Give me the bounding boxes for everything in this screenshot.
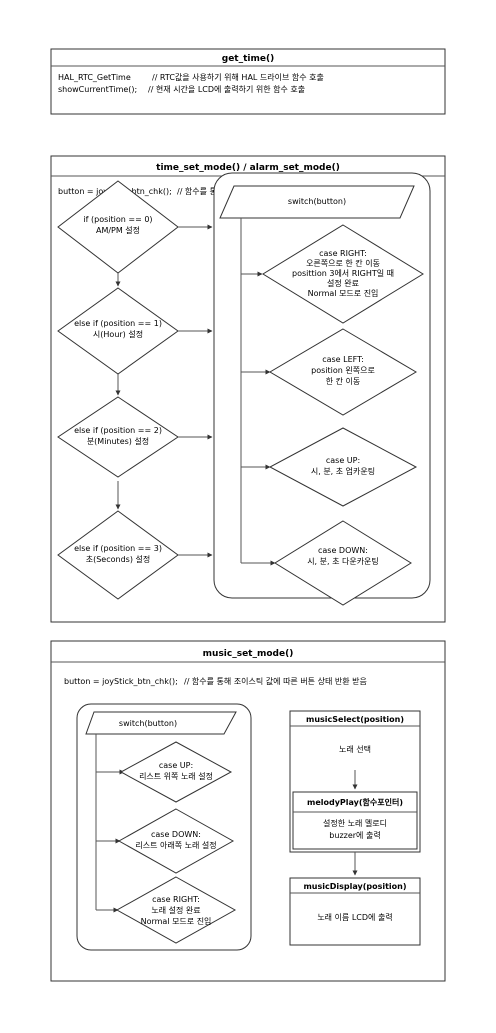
music-display-title: musicDisplay(position) — [303, 882, 406, 891]
music-select-step1: 노래 선택 — [339, 744, 371, 754]
music-case-up-line1: case UP: — [159, 761, 193, 770]
decision-3-line1: else if (position == 3) — [74, 544, 162, 553]
get-time-comment-1: // RTC값을 사용하기 위해 HAL 드라이브 함수 호출 — [152, 72, 324, 82]
case-right-line3: posittion 3에서 RIGHT일 때 — [292, 268, 394, 278]
music-case-right-line3: Normal 모드로 진입 — [141, 916, 212, 926]
music-switch-node — [85, 711, 237, 735]
time-set-title: time_set_mode() / alarm_set_mode() — [156, 163, 340, 173]
music-set-title: music_set_mode() — [203, 649, 294, 659]
decision-position-2 — [57, 396, 179, 478]
music-set-button-code: button = joyStick_btn_chk(); — [64, 677, 178, 686]
music-case-right-diamond — [115, 876, 237, 944]
music-display-box — [289, 877, 421, 946]
case-right-line5: Normal 모드로 진입 — [308, 288, 379, 298]
case-down-diamond — [274, 520, 412, 606]
case-left-line2: position 왼쪽으로 — [311, 366, 375, 375]
decision-position-0 — [57, 180, 179, 274]
music-case-down-line2: 리스트 아래쪽 노래 설정 — [135, 840, 216, 850]
decision-position-1 — [57, 287, 179, 375]
get-time-panel: get_time() HAL_RTC_GetTime // RTC값을 사용하기… — [50, 48, 446, 115]
music-case-right-line2: 노래 설정 완료 — [151, 905, 200, 915]
case-down-line2: 시, 분, 초 다운카운팅 — [307, 556, 379, 566]
music-set-panel: music_set_mode() button = joyStick_btn_c… — [50, 640, 446, 982]
music-display-text: 노래 이름 LCD에 출력 — [317, 912, 392, 922]
music-case-down-diamond — [117, 808, 235, 874]
decision-0-line1: if (position == 0) — [83, 215, 152, 224]
decision-1-line1: else if (position == 1) — [74, 319, 162, 328]
case-right-line4: 설정 완료 — [327, 278, 359, 288]
get-time-comment-2: // 현재 시간을 LCD에 출력하기 위한 함수 호출 — [148, 84, 305, 94]
case-left-diamond — [269, 328, 417, 416]
melody-play-line2: buzzer에 출력 — [329, 830, 380, 840]
music-case-right-line1: case RIGHT: — [152, 895, 200, 904]
case-right-line1: case RIGHT: — [319, 249, 367, 258]
music-select-title: musicSelect(position) — [306, 715, 404, 724]
get-time-title: get_time() — [222, 54, 274, 64]
music-case-down-line1: case DOWN: — [151, 830, 201, 839]
music-case-up-line2: 리스트 위쪽 노래 설정 — [139, 771, 213, 781]
get-time-code-2: showCurrentTime(); — [58, 85, 137, 94]
decision-3-line2: 초(Seconds) 설정 — [86, 554, 150, 564]
get-time-code-1: HAL_RTC_GetTime — [58, 73, 131, 82]
melody-play-line1: 설정한 노래 멜로디 — [323, 818, 387, 828]
case-left-line1: case LEFT: — [322, 355, 364, 364]
case-up-diamond — [268, 427, 418, 507]
melody-play-box — [292, 791, 418, 850]
melody-play-title: melodyPlay(함수포인터) — [307, 797, 403, 807]
time-switch-node — [219, 185, 415, 219]
case-up-line2: 시, 분, 초 업카운팅 — [311, 466, 375, 476]
music-case-up-diamond — [119, 741, 233, 803]
decision-2-line1: else if (position == 2) — [74, 426, 162, 435]
case-right-diamond — [262, 224, 424, 324]
music-set-button-comment: // 함수를 통해 조이스틱 값에 따른 버튼 상태 반환 받음 — [184, 676, 367, 686]
decision-1-line2: 시(Hour) 설정 — [93, 329, 143, 339]
decision-0-line2: AM/PM 설정 — [96, 225, 140, 235]
decision-position-3 — [57, 510, 179, 600]
decision-2-line2: 분(Minutes) 설정 — [87, 436, 149, 446]
time-set-panel: time_set_mode() / alarm_set_mode() butto… — [50, 155, 446, 623]
case-right-line2: 오른쪽으로 한 칸 이동 — [306, 258, 380, 268]
case-left-line3: 한 칸 이동 — [326, 376, 361, 386]
music-switch-label: switch(button) — [119, 719, 177, 728]
case-up-line1: case UP: — [326, 456, 360, 465]
case-down-line1: case DOWN: — [318, 546, 368, 555]
time-switch-label: switch(button) — [288, 197, 346, 206]
